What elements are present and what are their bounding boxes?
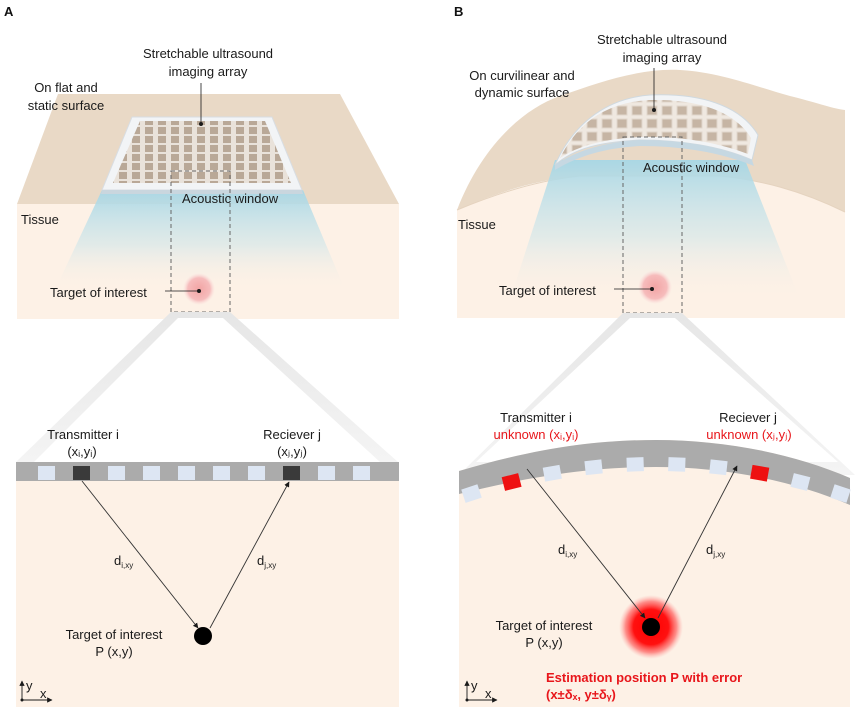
tissue-label: Tissue [458, 217, 496, 232]
ultrasound-beam [510, 160, 800, 300]
array-element [668, 457, 686, 472]
surface-label: On curvilinear and [469, 68, 575, 83]
array-element [38, 466, 55, 480]
array-element [318, 466, 335, 480]
distance-j-label: dj,xy [706, 542, 725, 559]
distance-i-label: di,xy [558, 542, 577, 559]
array-element [709, 459, 728, 476]
array-element [353, 466, 370, 480]
array-label-line2: imaging array [169, 64, 248, 79]
detail-tissue [16, 462, 399, 707]
array-label: Stretchable ultrasound [597, 32, 727, 47]
panel-b: B Stretchable ultrasound imaging array O… [454, 4, 855, 707]
receiver-label: Reciever j [263, 427, 321, 442]
surface-label-line2: static surface [28, 98, 105, 113]
ultrasound-beam [55, 190, 345, 290]
axis-y-label: y [471, 678, 478, 693]
flat-array-elements [38, 466, 370, 480]
transmitter-coord: (xᵢ,yᵢ) [67, 444, 96, 459]
transmitter-coord: unknown (xᵢ,yᵢ) [493, 427, 578, 442]
array-element [790, 473, 811, 491]
target-point-label: P (x,y) [95, 644, 132, 659]
surface-label: On flat and [34, 80, 98, 95]
array-element [584, 459, 603, 476]
array-element [461, 484, 482, 503]
path-transmit [81, 480, 199, 629]
target-label: Target of interest [50, 285, 147, 300]
target-label-bottom: Target of interest [66, 627, 163, 642]
target-point [642, 618, 660, 636]
receiver-element [750, 464, 770, 482]
acoustic-window-box [170, 170, 231, 313]
array-element [626, 457, 644, 472]
path-transmit [526, 468, 646, 619]
transmitter-label: Transmitter i [500, 410, 572, 425]
error-estimate-label: Estimation position P with error [546, 670, 742, 685]
acoustic-window-box [622, 136, 683, 314]
path-receive [209, 481, 290, 629]
flat-ultrasound-array [101, 116, 303, 194]
axis-icon: y x [464, 678, 498, 703]
curved-array-strip [459, 440, 850, 505]
axis-x-label: x [40, 686, 47, 701]
array-element [830, 484, 851, 503]
target-label-bottom: Target of interest [496, 618, 593, 633]
array-element [542, 464, 562, 482]
surface-label-line2: dynamic surface [475, 85, 570, 100]
target-label: Target of interest [499, 283, 596, 298]
path-receive [657, 465, 738, 619]
axis-x-label: x [485, 686, 492, 701]
axis-y-label: y [26, 678, 33, 693]
curved-ultrasound-array [554, 94, 759, 170]
array-element [178, 466, 195, 480]
distance-i-label: di,xy [114, 553, 133, 570]
transmitter-label: Transmitter i [47, 427, 119, 442]
receiver-coord: (xⱼ,yⱼ) [277, 444, 307, 459]
tumor [638, 270, 672, 304]
array-element [108, 466, 125, 480]
tissue-label: Tissue [21, 212, 59, 227]
distance-j-label: dj,xy [257, 553, 276, 570]
array-element [248, 466, 265, 480]
acoustic-window-label: Acoustic window [643, 160, 740, 175]
array-element [213, 466, 230, 480]
target-point-label: P (x,y) [525, 635, 562, 650]
array-label: Stretchable ultrasound [143, 46, 273, 61]
receiver-label: Reciever j [719, 410, 777, 425]
error-estimate-formula: (x±δₓ, y±δᵧ) [546, 687, 616, 702]
receiver-coord: unknown (xⱼ,yⱼ) [706, 427, 791, 442]
panel-a: A Stretchable ultrasound imaging array O… [4, 4, 399, 707]
panel-letter: B [454, 4, 463, 19]
target-point [194, 627, 212, 645]
array-element [143, 466, 160, 480]
array-label-line2: imaging array [623, 50, 702, 65]
acoustic-window-label: Acoustic window [182, 191, 279, 206]
transmitter-element [501, 473, 522, 491]
panel-letter: A [4, 4, 14, 19]
curved-array-elements [461, 457, 851, 503]
axis-icon: y x [19, 678, 53, 703]
transmitter-element [73, 466, 90, 480]
receiver-element [283, 466, 300, 480]
